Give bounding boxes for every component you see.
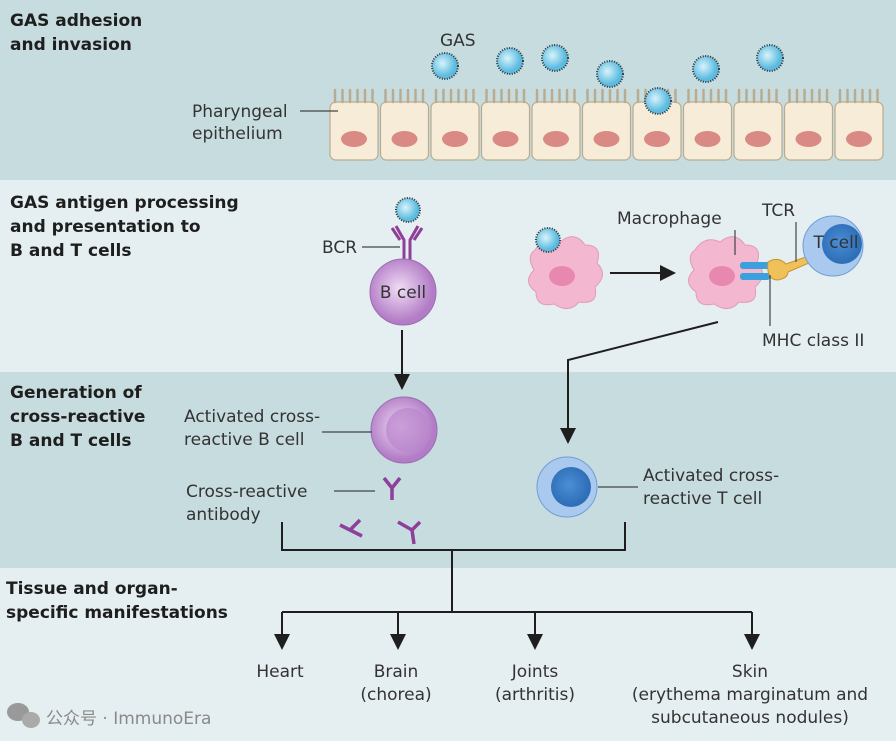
band-cross-reactive bbox=[0, 372, 896, 568]
gas-bacterium bbox=[431, 52, 459, 80]
epithelial-cell bbox=[329, 88, 379, 161]
epithelial-cell bbox=[733, 88, 783, 161]
macrophage bbox=[688, 236, 763, 309]
t-cell-label: T cell bbox=[812, 233, 858, 253]
activated-t-cell-label: Activated cross-reactive T cell bbox=[643, 466, 779, 509]
tcr-label: TCR bbox=[761, 201, 795, 221]
gas-bacterium bbox=[756, 44, 784, 72]
bcr-label: BCR bbox=[322, 238, 357, 258]
b-cell-label: B cell bbox=[380, 283, 426, 303]
epithelial-cell bbox=[682, 88, 733, 161]
epithelial-cell bbox=[834, 88, 884, 161]
wechat-icon bbox=[7, 703, 40, 728]
b-cell bbox=[369, 258, 437, 326]
bcr-icon bbox=[390, 225, 424, 262]
gas-bacterium bbox=[644, 87, 672, 115]
section-title-manifestations: Tissue and organ-specific manifestations bbox=[6, 579, 228, 623]
gas-bacterium bbox=[596, 60, 624, 88]
epithelial-cell bbox=[480, 88, 531, 161]
epithelial-cell bbox=[430, 88, 480, 161]
activated-t-cell-nucleus bbox=[551, 467, 591, 507]
gas-bacterium bbox=[541, 44, 569, 72]
epithelial-cell bbox=[581, 88, 632, 161]
gas-label: GAS bbox=[440, 31, 476, 51]
mhc-label: MHC class II bbox=[762, 331, 864, 351]
t-cell-nucleus bbox=[822, 224, 862, 264]
convergence-bracket bbox=[281, 522, 752, 613]
arrow-t-cell-activation bbox=[560, 321, 719, 444]
manifestation-joints: Joints(arthritis) bbox=[495, 662, 575, 705]
epithelial-cell bbox=[379, 88, 430, 161]
pharyngeal-epithelium bbox=[329, 88, 884, 161]
epithelial-cell bbox=[531, 88, 581, 161]
macrophage-with-gas bbox=[528, 227, 603, 309]
gas-on-bcr bbox=[395, 197, 421, 223]
watermark: 公众号 · ImmunoEra bbox=[46, 709, 211, 729]
activated-b-cell-label: Activated cross-reactive B cell bbox=[184, 407, 320, 450]
manifestation-heart: Heart bbox=[256, 662, 304, 682]
activated-b-cell-nucleus bbox=[386, 408, 430, 452]
epithelial-cell bbox=[783, 88, 834, 161]
mhc-class-ii-icon bbox=[740, 262, 770, 280]
macrophage-label: Macrophage bbox=[617, 209, 722, 229]
antibody-icons bbox=[339, 476, 422, 545]
band-manifestations bbox=[0, 568, 896, 741]
gas-bacterium bbox=[692, 55, 720, 83]
gas-bacterium bbox=[496, 47, 524, 75]
gas-bacteria bbox=[431, 44, 784, 115]
manifestation-brain: Brain(chorea) bbox=[360, 662, 431, 705]
